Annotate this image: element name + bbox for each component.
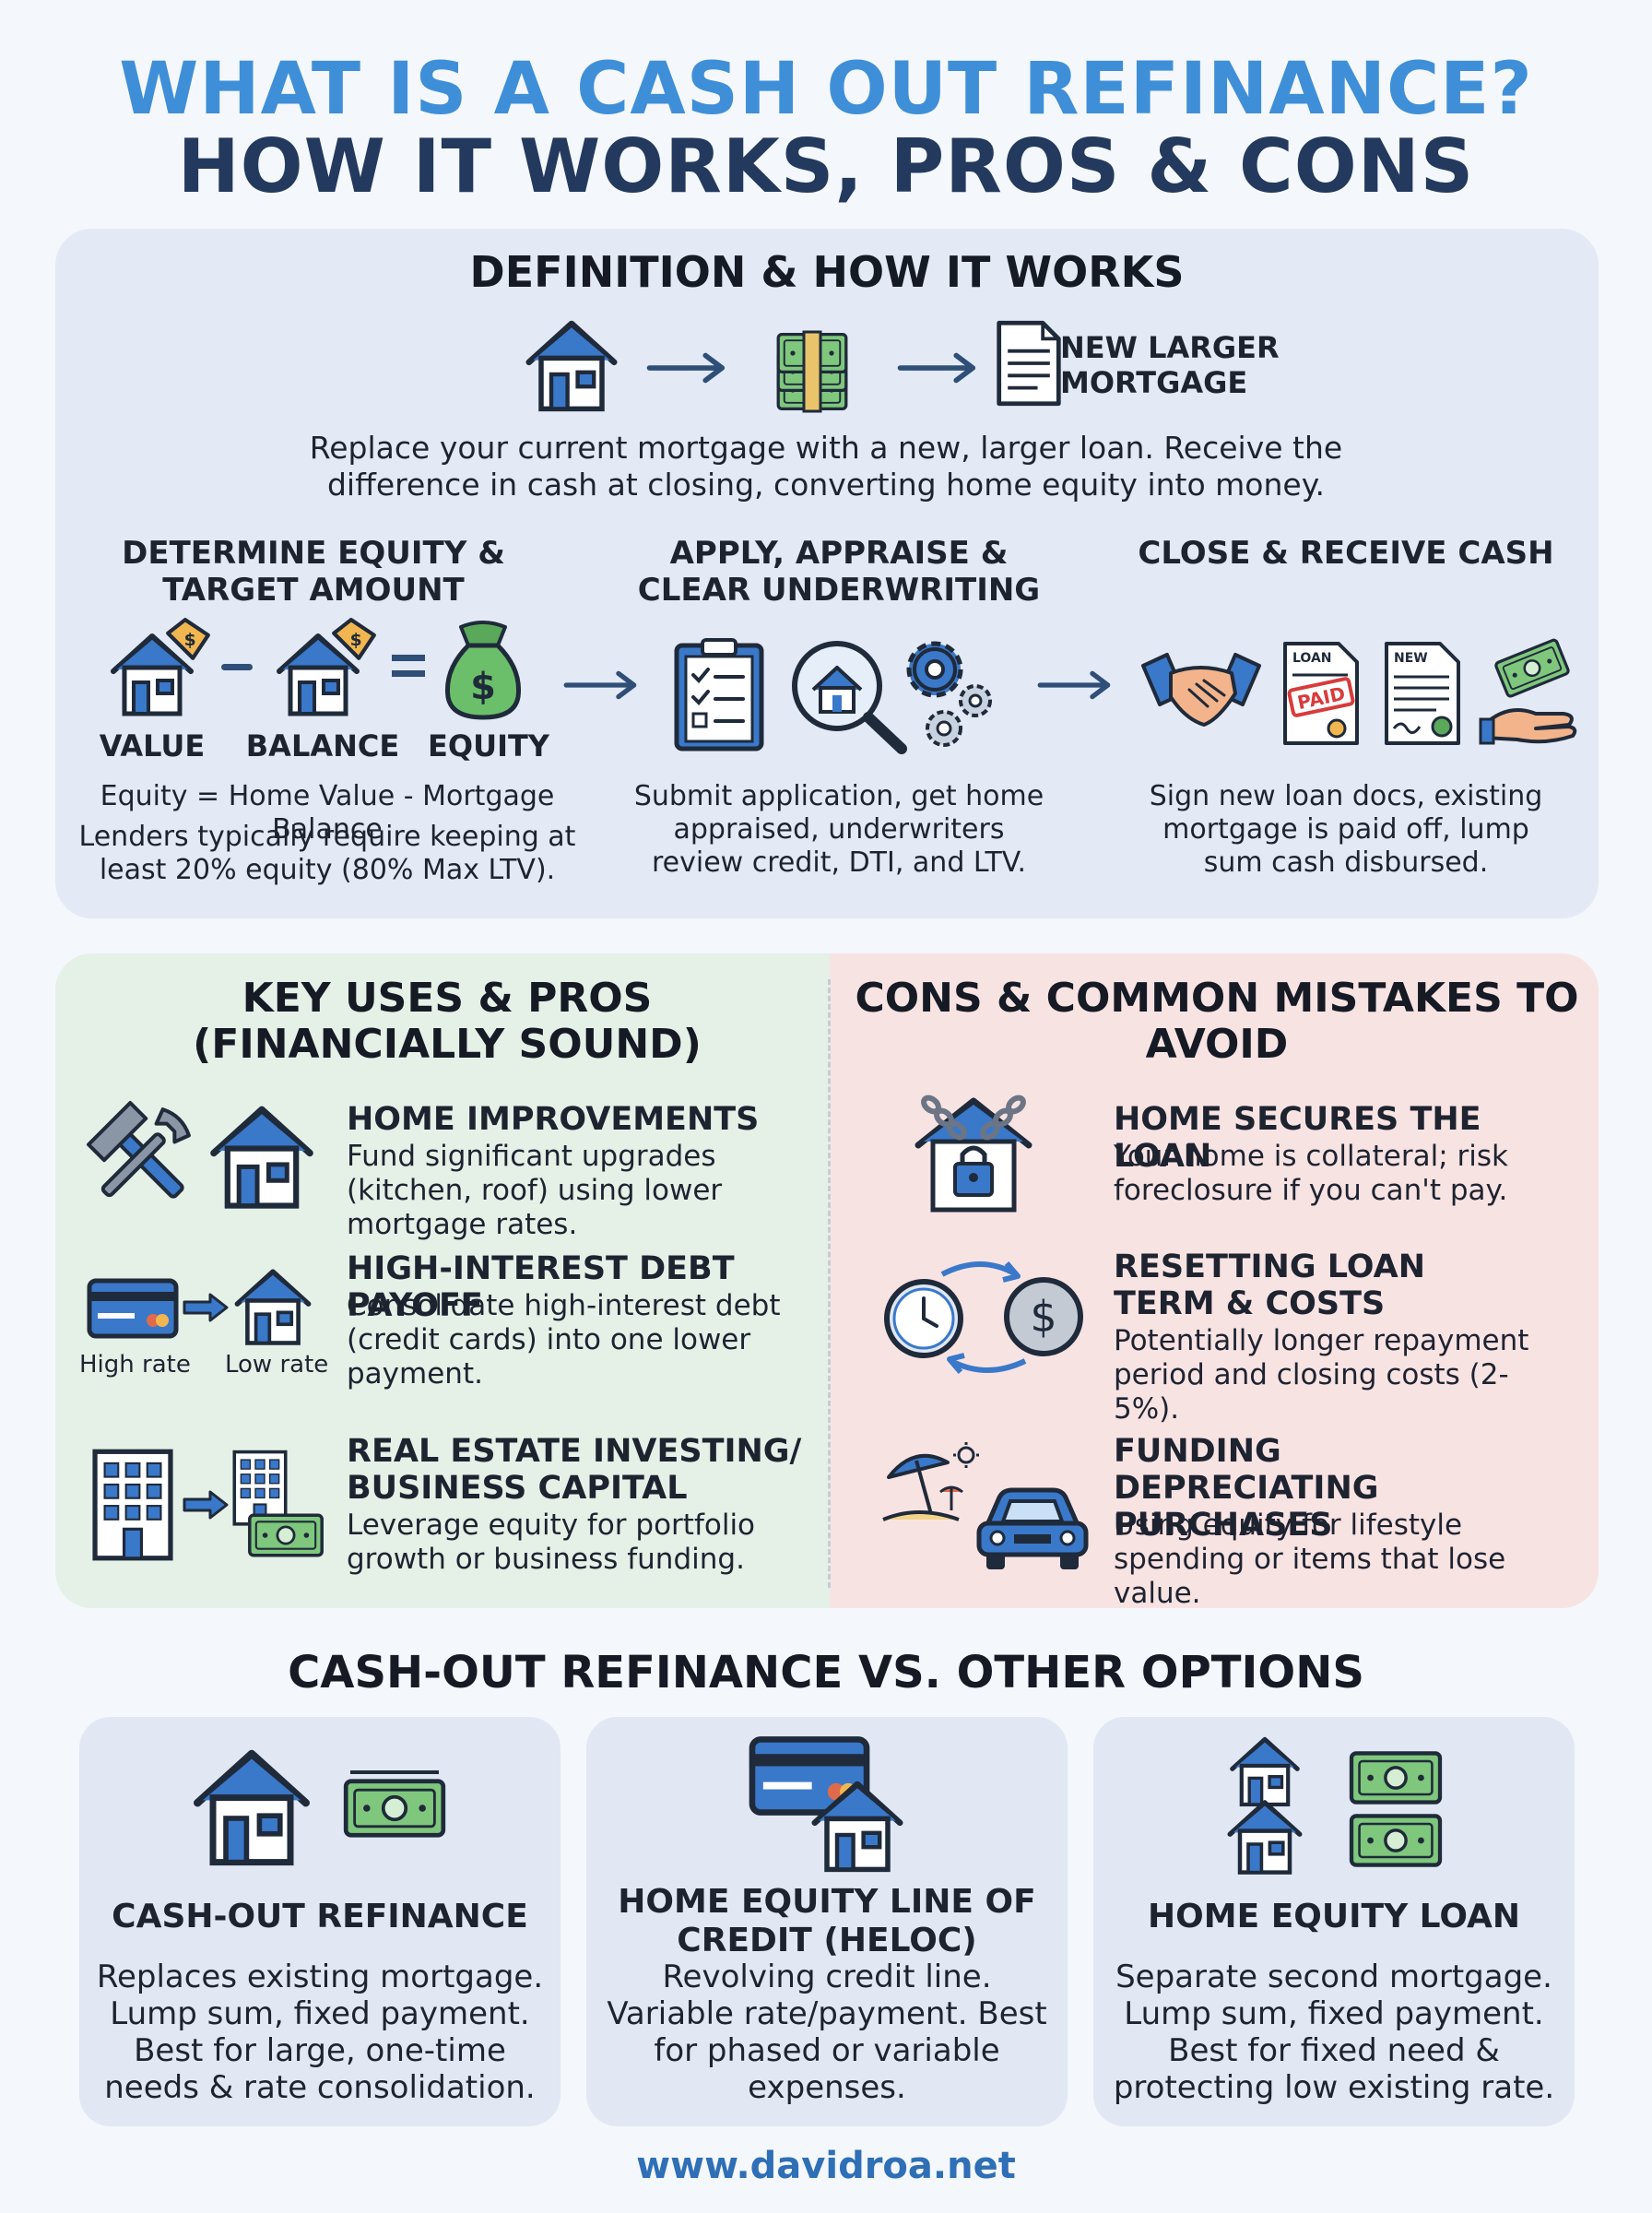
magnifier-house-icon (792, 641, 907, 754)
price-tag-icon (164, 616, 212, 664)
clock-money-cycle-icon: $ (884, 1261, 1083, 1374)
house-icon (802, 1774, 913, 1876)
office-building-icon (88, 1446, 177, 1562)
equity-formula: Equity = Home Value - Mortgage Balance (100, 780, 555, 846)
value-label: VALUE (99, 728, 206, 763)
car-icon (976, 1487, 1089, 1569)
cash-bill-icon (337, 1770, 452, 1839)
arrow-right-icon (896, 352, 979, 384)
house-icon (205, 1097, 319, 1213)
comparison-heading: CASH-OUT REFINANCE VS. OTHER OPTIONS (288, 1647, 1364, 1698)
page-title: WHAT IS A CASH OUT REFINANCE? (119, 48, 1533, 131)
low-rate-label: Low rate (225, 1351, 329, 1379)
con-item-title: RESETTING LOAN TERM & COSTS (1114, 1249, 1426, 1322)
locked-house-icon (914, 1095, 1032, 1213)
arrow-right-icon (645, 352, 728, 384)
house-icon (516, 314, 627, 415)
equals-sign-icon (392, 655, 425, 677)
step-heading-apply: APPLY, APPRAISE & CLEAR UNDERWRITING (637, 535, 1041, 609)
minus-sign-icon (221, 664, 253, 670)
pro-item-title: HOME IMPROVEMENTS (347, 1101, 760, 1138)
cons-heading: CONS & COMMON MISTAKES TO AVOID (855, 975, 1579, 1068)
con-item-description: Using equity for lifestyle spending or i… (1114, 1509, 1506, 1610)
house-icon (230, 1263, 315, 1348)
comparison-card-heloc: HOME EQUITY LINE OF CREDIT (HELOC) Revol… (586, 1717, 1068, 2126)
con-item-title: FUNDING DEPRECIATING PURCHASES (1114, 1433, 1379, 1544)
cash-hand-icon (1479, 637, 1577, 745)
con-item-description: Potentially longer repayment period and … (1114, 1324, 1529, 1426)
pro-item-title: REAL ESTATE INVESTING/ BUSINESS CAPITAL (347, 1433, 802, 1507)
clipboard-checklist-icon (674, 638, 764, 751)
flow-label-new-mortgage: NEW LARGER MORTGAGE (1060, 330, 1280, 400)
balance-label: BALANCE (245, 728, 400, 763)
cash-bill-icon (1348, 1750, 1444, 1805)
handshake-icon (1141, 653, 1261, 727)
pros-heading: KEY USES & PROS (FINANCIALLY SOUND) (193, 975, 702, 1068)
cash-stack-icon (745, 330, 881, 413)
card-title: HOME EQUITY LINE OF CREDIT (HELOC) (618, 1883, 1036, 1959)
card-description: Separate second mortgage. Lump sum, fixe… (1113, 1959, 1555, 2106)
card-description: Replaces existing mortgage. Lump sum, fi… (96, 1959, 544, 2106)
money-bag-icon: $ (444, 621, 522, 720)
paid-loan-document-icon: LOAN PAID (1283, 642, 1359, 745)
step-heading-equity: DETERMINE EQUITY & TARGET AMOUNT (122, 535, 505, 609)
beach-umbrella-icon (882, 1442, 979, 1521)
step-heading-close: CLOSE & RECEIVE CASH (1138, 535, 1554, 572)
credit-card-icon (87, 1278, 179, 1339)
cash-bill-icon (247, 1512, 324, 1558)
house-icon (1219, 1794, 1311, 1877)
con-item-title: HOME SECURES THE LOAN (1114, 1101, 1481, 1175)
pro-item-title: HIGH-INTEREST DEBT PAYOFF (347, 1250, 735, 1324)
arrow-right-icon (183, 1293, 229, 1322)
pro-item-description: Leverage equity for portfolio growth or … (347, 1509, 756, 1576)
hammer-wrench-icon (87, 1101, 191, 1199)
apply-description: Submit application, get home appraised, … (633, 780, 1044, 879)
definition-description: Replace your current mortgage with a new… (309, 430, 1343, 503)
gears-icon (906, 641, 992, 747)
con-item-description: Your home is collateral; risk foreclosur… (1114, 1140, 1508, 1207)
price-tag-icon (330, 616, 378, 664)
new-doc-label: NEW (1394, 651, 1428, 666)
card-description: Revolving credit line. Variable rate/pay… (607, 1959, 1047, 2106)
definition-heading: DEFINITION & HOW IT WORKS (469, 247, 1185, 297)
loan-doc-label: LOAN (1292, 651, 1332, 666)
svg-text:$: $ (1030, 1292, 1056, 1342)
pro-item-description: Consolidate high-interest debt (credit c… (347, 1289, 781, 1391)
arrow-right-icon (1036, 669, 1114, 701)
high-rate-label: High rate (79, 1351, 191, 1379)
house-icon (183, 1741, 321, 1870)
cash-bill-icon (1348, 1813, 1444, 1868)
new-loan-document-icon: NEW (1385, 642, 1460, 745)
card-title: HOME EQUITY LOAN (1148, 1898, 1520, 1935)
close-description: Sign new loan docs, existing mortgage is… (1149, 780, 1543, 879)
footer-website-link[interactable]: www.davidroa.net (636, 2145, 1016, 2187)
arrow-right-icon (183, 1490, 229, 1520)
card-title: CASH-OUT REFINANCE (112, 1898, 528, 1935)
equity-note: Lenders typically require keeping at lea… (78, 821, 576, 886)
comparison-card-cash-out: CASH-OUT REFINANCE Replaces existing mor… (79, 1717, 560, 2126)
arrow-right-icon (562, 669, 640, 701)
pros-cons-divider (828, 979, 831, 1588)
svg-text:$: $ (470, 666, 496, 708)
comparison-card-home-equity-loan: HOME EQUITY LOAN Separate second mortgag… (1093, 1717, 1575, 2126)
equity-label: EQUITY (428, 728, 549, 763)
cons-panel (830, 953, 1599, 1608)
mortgage-document-icon (994, 310, 1064, 417)
page-subtitle: HOW IT WORKS, PROS & CONS (177, 124, 1475, 209)
pro-item-description: Fund significant upgrades (kitchen, roof… (347, 1140, 723, 1241)
